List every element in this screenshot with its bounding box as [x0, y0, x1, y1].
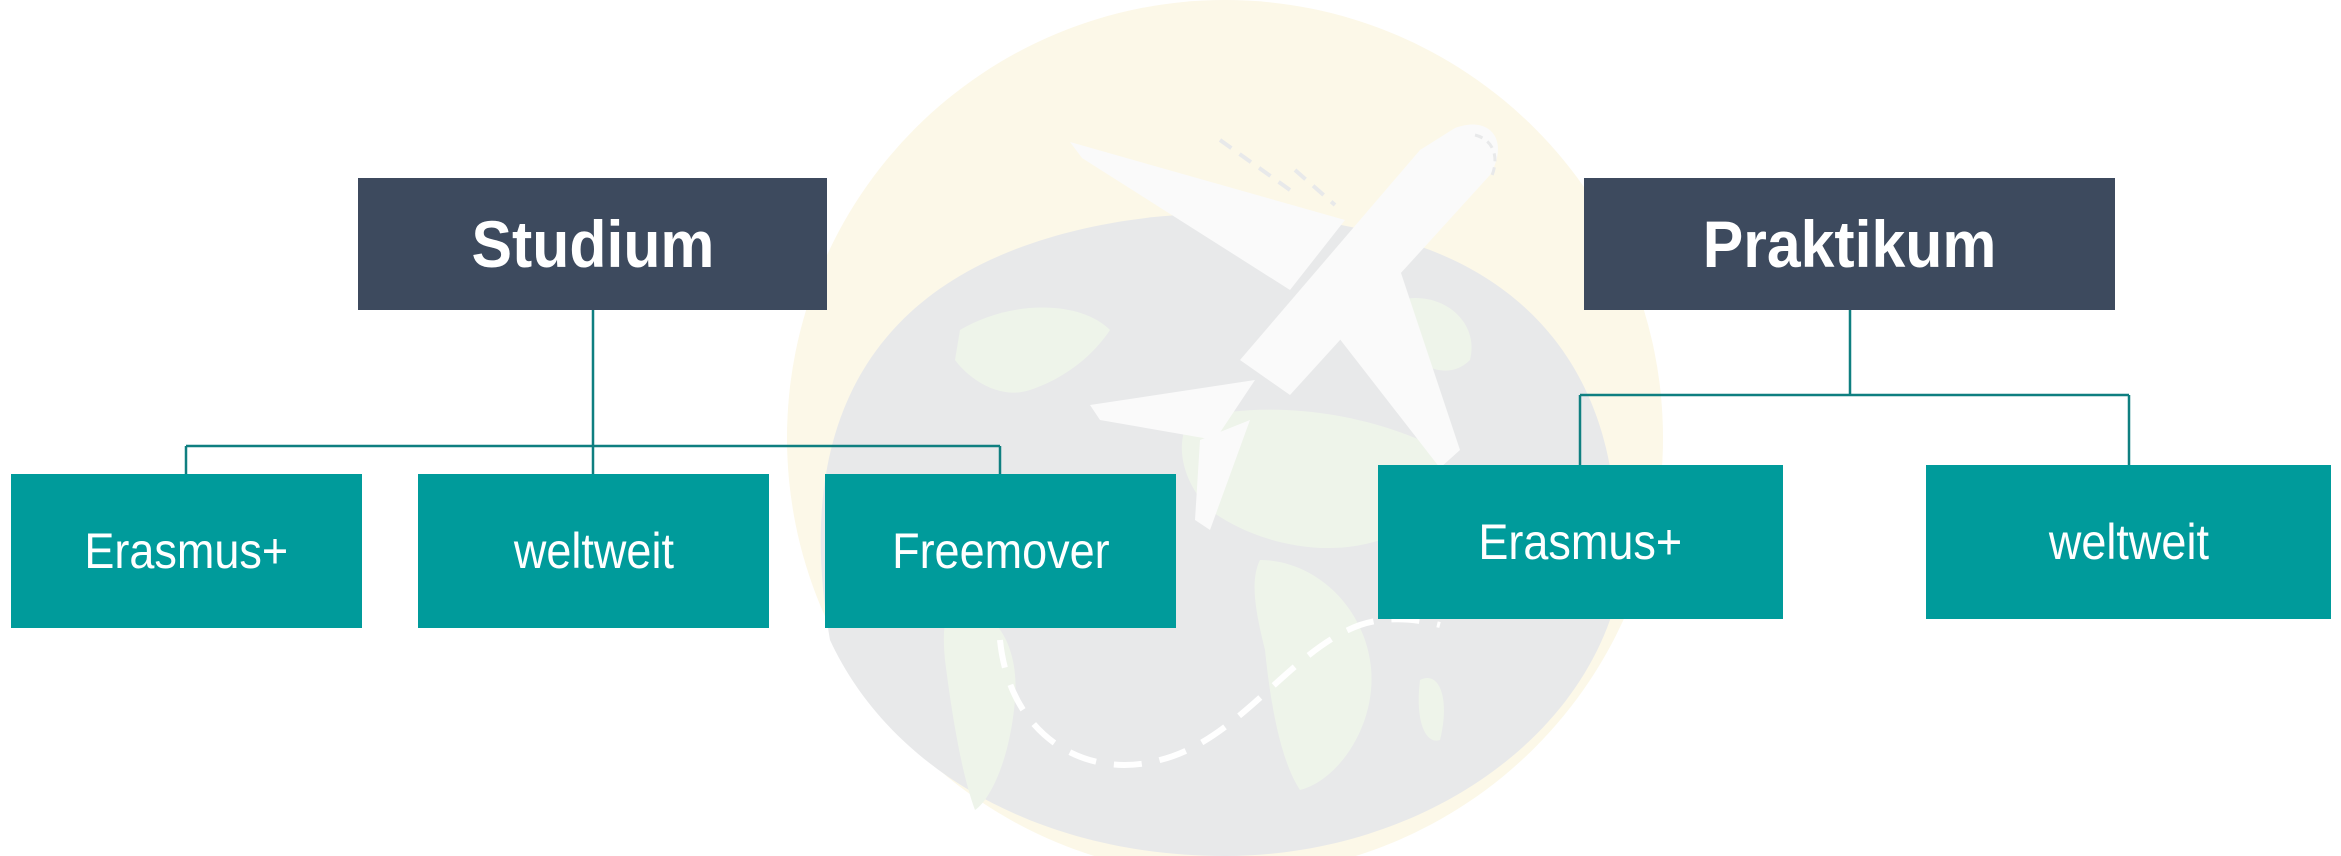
studium-option-erasmus[interactable]: Erasmus+ — [11, 474, 362, 628]
studium-title: Studium — [471, 207, 714, 281]
studium-header: Studium — [358, 178, 827, 310]
option-label: Erasmus+ — [1478, 514, 1683, 570]
option-label: weltweit — [513, 523, 674, 579]
airplane-icon — [1070, 124, 1498, 530]
option-label: Erasmus+ — [84, 523, 289, 579]
praktikum-title: Praktikum — [1702, 207, 1997, 281]
globe-icon — [787, 0, 1663, 856]
option-label: Freemover — [891, 523, 1110, 579]
studium-option-freemover[interactable]: Freemover — [825, 474, 1176, 628]
connectors — [184, 310, 2131, 474]
praktikum-option-erasmus[interactable]: Erasmus+ — [1378, 465, 1783, 619]
praktikum-option-weltweit[interactable]: weltweit — [1926, 465, 2331, 619]
option-label: weltweit — [2048, 514, 2209, 570]
studium-option-weltweit[interactable]: weltweit — [418, 474, 769, 628]
praktikum-header: Praktikum — [1584, 178, 2115, 310]
